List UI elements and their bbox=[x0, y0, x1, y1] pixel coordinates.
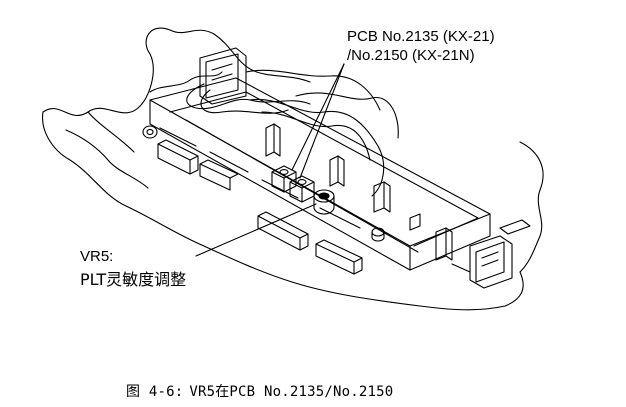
wire-harness bbox=[249, 92, 399, 197]
pcb-label-line2: /No.2150 (KX-21N) bbox=[347, 47, 475, 64]
front-components bbox=[157, 139, 363, 275]
connector-block-right bbox=[451, 219, 531, 289]
caption-text: VR5在PCB No.2135/No.2150 bbox=[189, 384, 394, 400]
caption-prefix: 图 4-6: bbox=[126, 384, 184, 400]
board-components bbox=[265, 123, 453, 261]
chassis bbox=[142, 77, 491, 271]
vr5-label-line2: PLT灵敏度调整 bbox=[80, 270, 187, 289]
housing-outline bbox=[42, 27, 544, 311]
figure-caption: 图 4-6: VR5在PCB No.2135/No.2150 bbox=[126, 381, 399, 401]
pcb-label-line1: PCB No.2135 (KX-21) bbox=[347, 28, 495, 45]
leader-lines bbox=[195, 63, 345, 257]
vr5-label-line1: VR5: bbox=[80, 248, 114, 265]
